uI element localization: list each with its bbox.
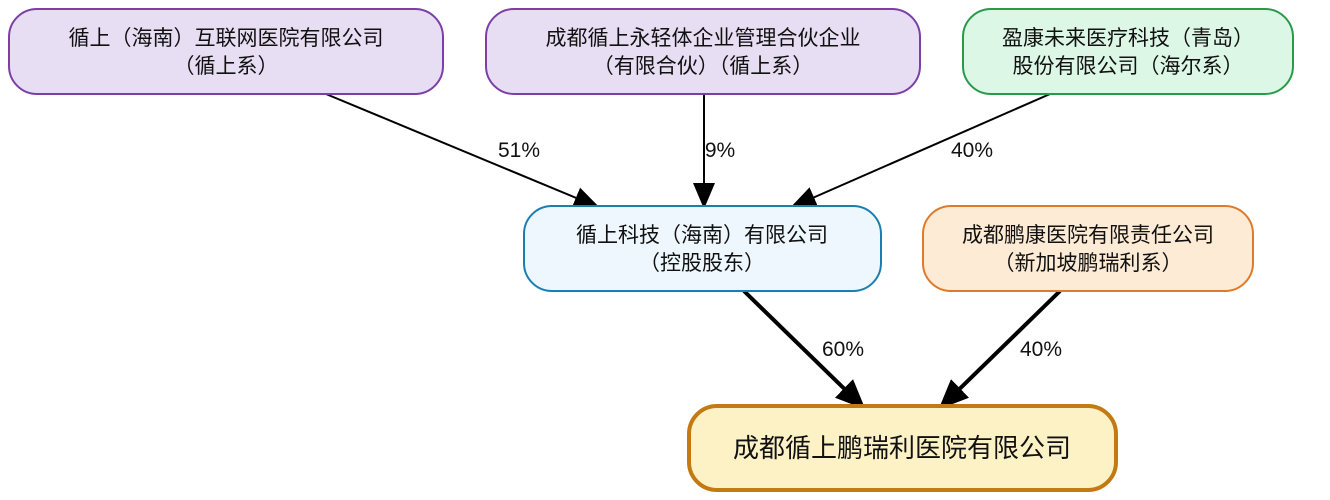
svg-text:成都鹏康医院有限责任公司: 成都鹏康医院有限责任公司 (962, 223, 1214, 247)
edge-label: 40% (951, 139, 993, 162)
edge-40-pengkang: 40% (938, 289, 1062, 410)
svg-text:循上科技（海南）有限公司: 循上科技（海南）有限公司 (576, 223, 828, 247)
svg-text:（控股股东）: （控股股东） (639, 251, 765, 275)
edge-40-yingkang: 40% (790, 93, 1051, 208)
svg-text:（循上系）: （循上系） (174, 54, 279, 78)
node-chengdu-pengkang: 成都鹏康医院有限责任公司 （新加坡鹏瑞利系） (922, 205, 1254, 292)
edge-label: 40% (1020, 338, 1062, 361)
svg-text:盈康未来医疗科技（青岛）: 盈康未来医疗科技（青岛） (1002, 26, 1254, 50)
node-xunshang-tech: 循上科技（海南）有限公司 （控股股东） (523, 205, 882, 292)
svg-text:成都循上永轻体企业管理合伙企业: 成都循上永轻体企业管理合伙企业 (546, 26, 861, 50)
svg-text:（有限合伙）（循上系）: （有限合伙）（循上系） (593, 54, 814, 78)
edge-label: 9% (705, 139, 735, 162)
node-target-hospital: 成都循上鹏瑞利医院有限公司 (687, 404, 1118, 492)
edge-60: 60% (742, 289, 866, 410)
svg-text:（新加坡鹏瑞利系）: （新加坡鹏瑞利系） (994, 251, 1183, 275)
edge-label: 51% (498, 139, 540, 162)
svg-text:成都循上鹏瑞利医院有限公司: 成都循上鹏瑞利医院有限公司 (733, 434, 1071, 464)
edge-label: 60% (822, 338, 864, 361)
node-chengdu-yongqing-partnership: 成都循上永轻体企业管理合伙企业 （有限合伙）（循上系） (485, 8, 921, 95)
edge-51: 51% (325, 93, 600, 208)
node-yingkang-medical: 盈康未来医疗科技（青岛） 股份有限公司（海尔系） (962, 8, 1294, 95)
svg-text:股份有限公司（海尔系）: 股份有限公司（海尔系） (1013, 54, 1244, 78)
edge-9: 9% (693, 94, 735, 209)
node-xunshang-internet-hospital: 循上（海南）互联网医院有限公司 （循上系） (8, 8, 444, 95)
svg-text:循上（海南）互联网医院有限公司: 循上（海南）互联网医院有限公司 (69, 26, 384, 50)
